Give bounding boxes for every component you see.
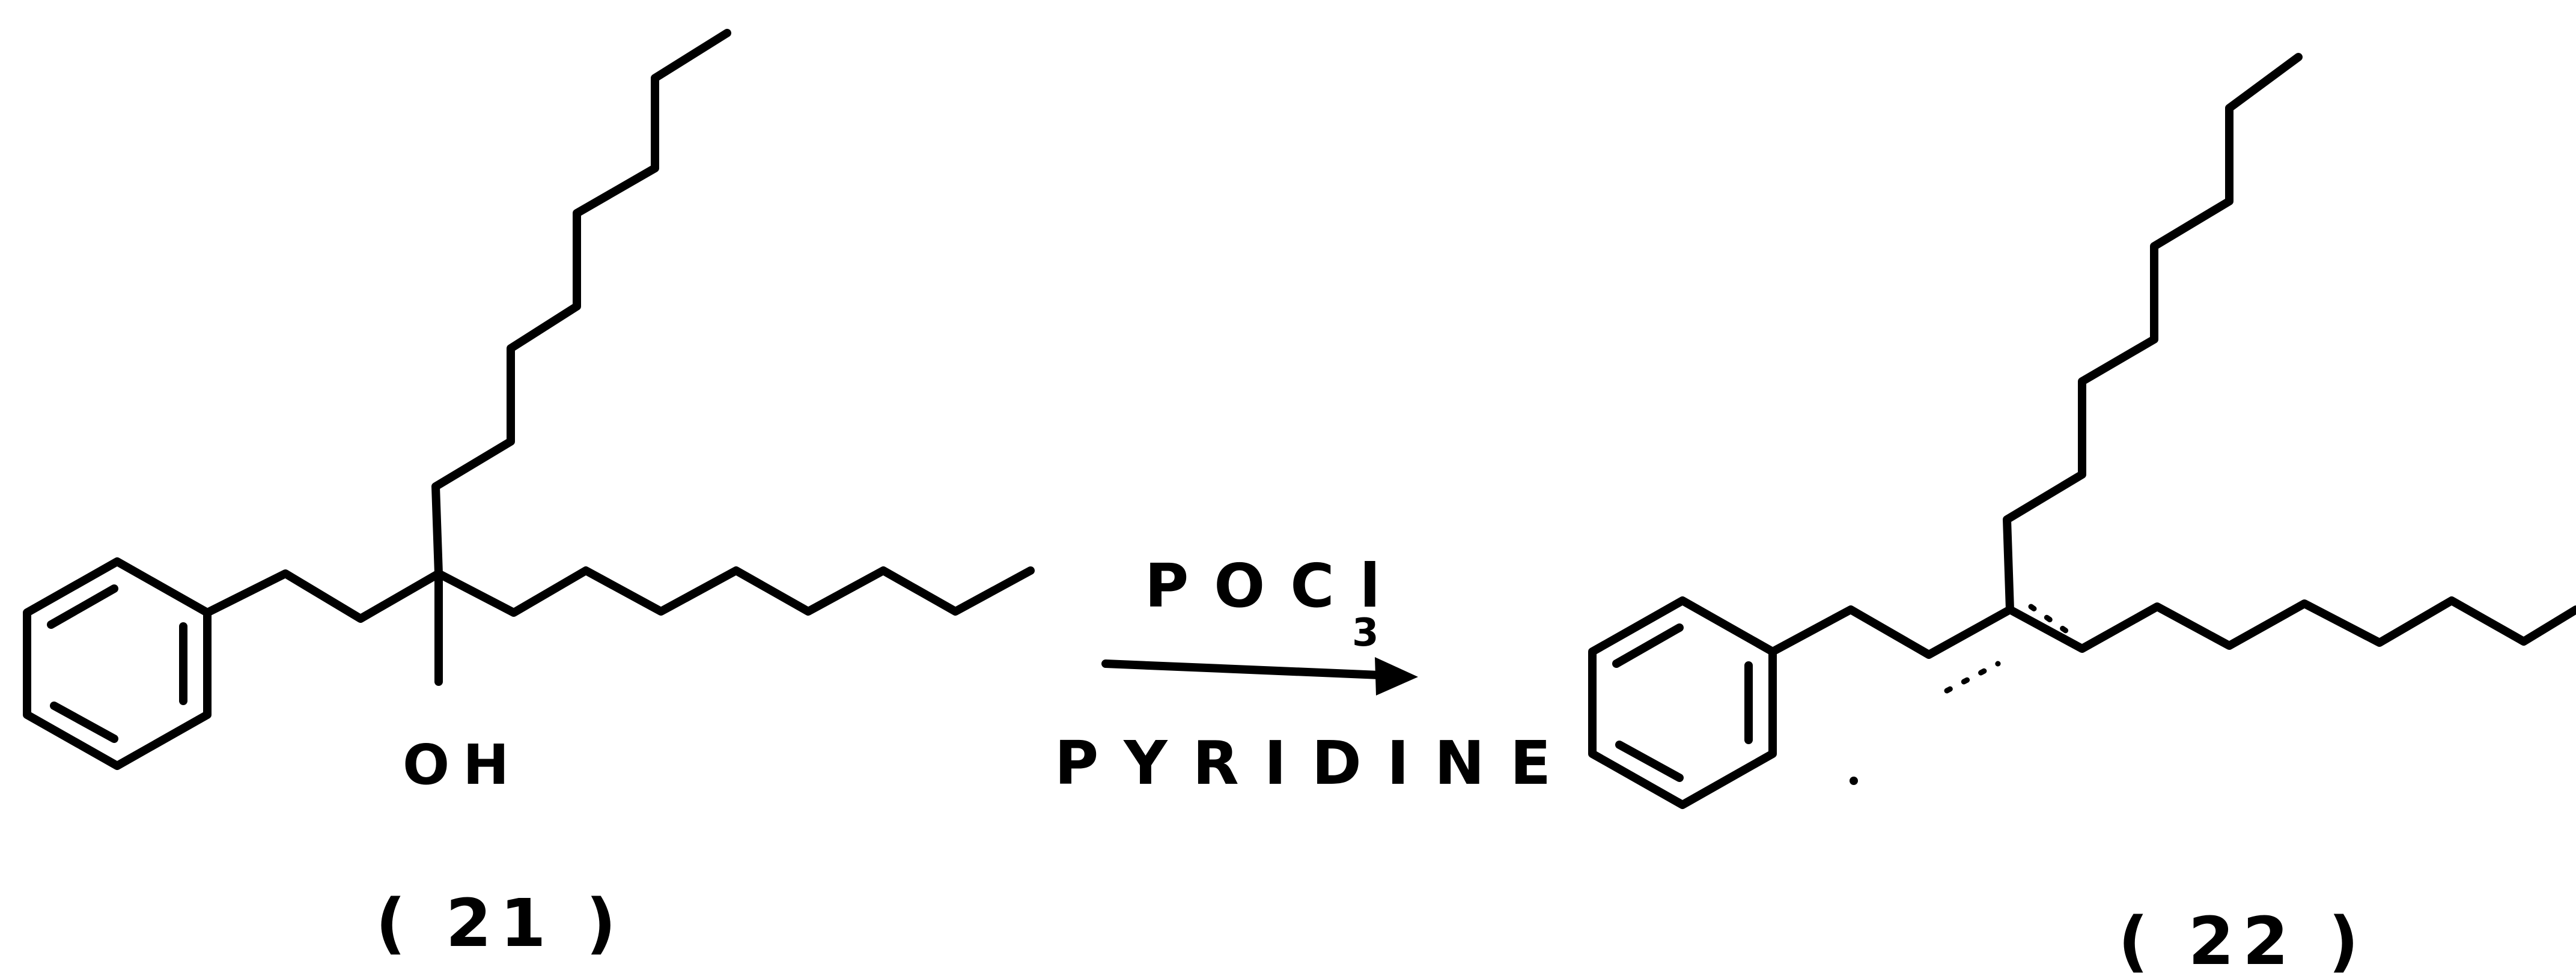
product-structure xyxy=(1588,53,2576,809)
product-phenethyl-chain xyxy=(1768,605,2014,659)
reactant-compound-number: ( 21 ) xyxy=(376,885,624,962)
product-horizontal-alkyl-chain xyxy=(2006,596,2576,653)
reactant-ring-double-bond xyxy=(50,702,118,743)
product-stray-dot xyxy=(1850,777,1858,785)
reagent-subscript: 3 xyxy=(1352,611,1379,655)
reactant-horizontal-alkyl-chain xyxy=(434,566,1035,617)
product-ring-double-bond xyxy=(1612,623,1684,668)
reactant-phenethyl-chain xyxy=(203,569,443,623)
reaction-arrow xyxy=(1101,657,1418,696)
product-dashed-double-bond xyxy=(2028,604,2073,637)
product-dashed-double-bond xyxy=(1944,661,2001,694)
product-ring-double-bond xyxy=(1615,741,1684,782)
reactant-oh-label: OH xyxy=(403,733,522,797)
reactant-structure: OH xyxy=(23,29,1035,797)
arrow-head xyxy=(1375,657,1418,696)
reactant-ring-double-bond xyxy=(47,584,118,629)
arrow-shaft xyxy=(1101,659,1398,680)
product-compound-number: ( 22 ) xyxy=(2118,903,2367,973)
reactant-vertical-alkyl-chain xyxy=(431,29,731,578)
product-vertical-alkyl-chain xyxy=(2003,53,2303,614)
reagent-label: POCl xyxy=(1145,551,1405,621)
solvent-label: PYRIDINE xyxy=(1055,728,1576,798)
